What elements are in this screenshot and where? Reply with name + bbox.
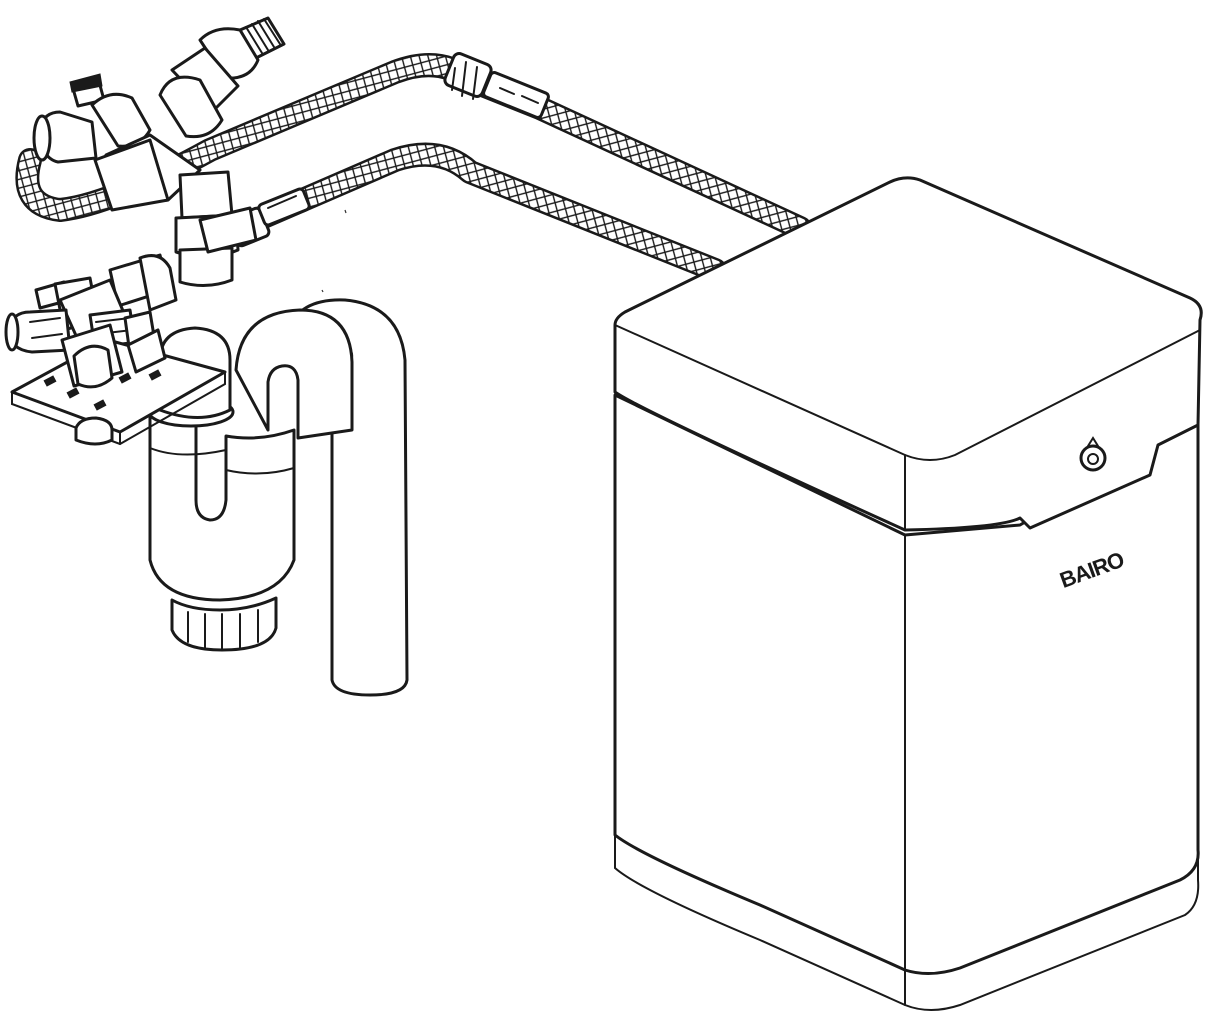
- valve-assembly: [4, 16, 286, 446]
- softener-cabinet: [613, 176, 1203, 1011]
- braided-hose-lower: [233, 142, 727, 282]
- drain-siphon: [147, 298, 409, 697]
- hose-fitting-upper: [443, 52, 550, 119]
